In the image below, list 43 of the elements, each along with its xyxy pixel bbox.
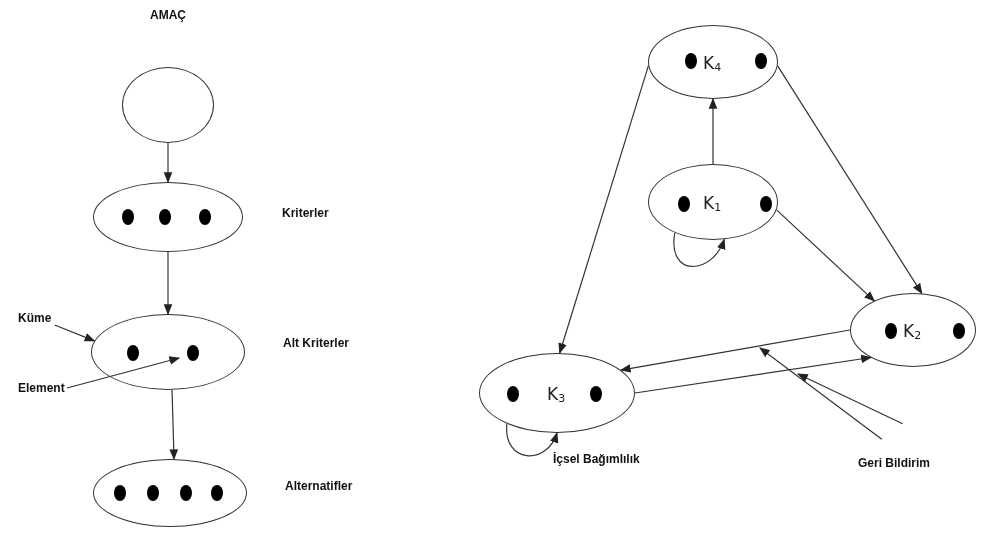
element-dot [114,485,126,501]
element-dot [755,53,767,69]
element-dot [127,345,139,361]
cluster-label: K$_{2}$ [903,320,922,342]
leader-line [797,373,904,425]
element-dot [122,209,134,225]
cluster-title: Kriterler [282,206,329,220]
self-loop-arrow [506,423,558,457]
arrow [558,65,649,355]
arrow [619,329,851,373]
cluster-label: K$_{1}$ [703,192,722,214]
element-dot [760,196,772,212]
cluster-label: K$_{4}$ [703,52,722,74]
arrow [163,142,173,184]
leader-line [66,356,181,389]
element-dot [685,53,697,69]
element-dot [199,209,211,225]
leader-line [759,347,883,440]
arrow [169,389,179,461]
leader-line [54,324,96,342]
element-dot [507,386,519,402]
arrow [777,65,923,295]
element-dot [953,323,965,339]
arrow [776,209,875,302]
cluster-title: Alt Kriterler [283,336,350,350]
element-dot [678,196,690,212]
callout-text: Element [18,381,65,395]
callout-text: Geri Bildirim [858,456,931,470]
cluster-title: Alternatifler [285,479,353,493]
element-dot [885,323,897,339]
arrow [634,354,872,394]
element-dot [180,485,192,501]
arrow [163,251,173,316]
callout-text: Küme [18,311,52,325]
annotation-text: İçsel Bağımlılık [553,452,640,466]
self-loop-arrow [673,232,725,268]
element-dot [590,386,602,402]
element-dot [147,485,159,501]
element-dot [159,209,171,225]
arrow [708,97,718,165]
cluster-label: K$_{3}$ [547,383,566,405]
cluster-title: AMAÇ [150,8,186,22]
element-dot [211,485,223,501]
